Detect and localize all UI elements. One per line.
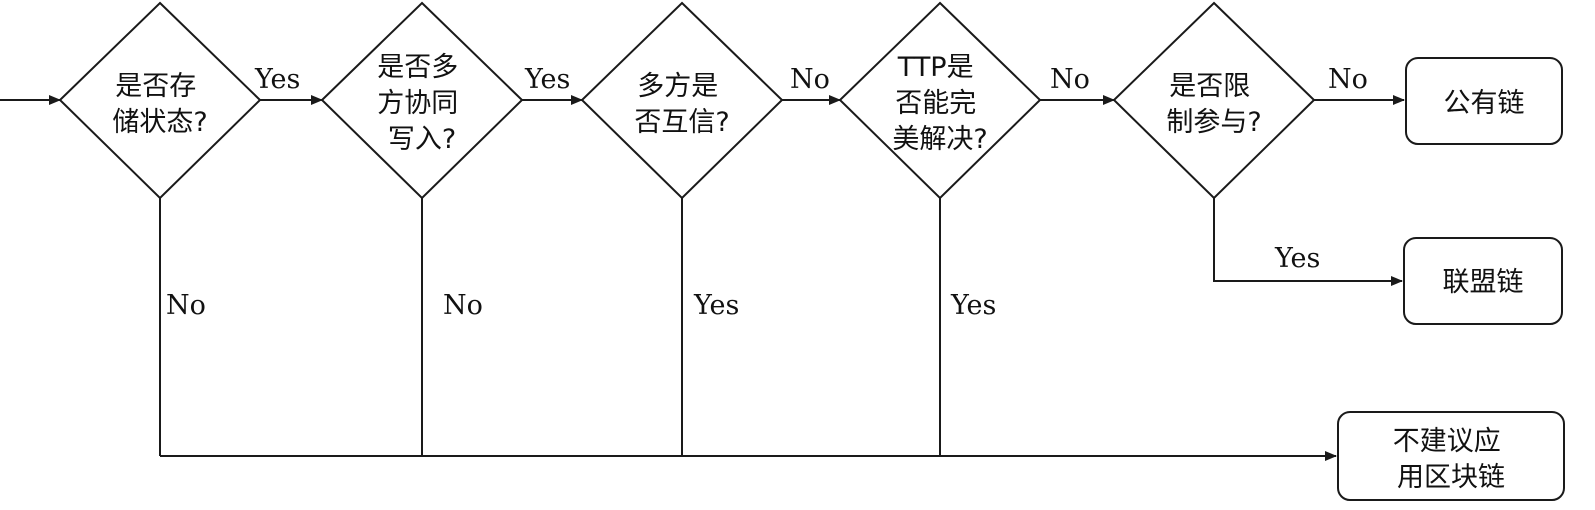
decision-ttp-solves xyxy=(838,1,1042,200)
edge-label-d2-none: No xyxy=(443,290,483,321)
terminal-no-blockchain xyxy=(1337,411,1565,501)
decision-mutual-trust xyxy=(580,1,784,200)
edge-label-d2-d3: Yes xyxy=(524,64,570,95)
node-text-consortium-chain: 联盟链 xyxy=(1443,267,1524,298)
edge-label-d5-public: No xyxy=(1328,64,1368,95)
decision-restrict-participation xyxy=(1112,1,1316,200)
edge-label-d3-none: Yes xyxy=(693,290,739,321)
edge-label-d4-d5: No xyxy=(1050,64,1090,95)
edge-label-d4-none: Yes xyxy=(950,290,996,321)
terminal-public-chain xyxy=(1405,57,1563,145)
edge-d5-consortium xyxy=(1213,198,1403,286)
decision-store-state xyxy=(58,1,262,200)
decision-multi-party-write xyxy=(320,1,524,200)
node-text-store-state: 是否存 储状态? xyxy=(112,71,207,138)
node-text-public-chain: 公有链 xyxy=(1444,88,1525,119)
edge-label-d3-d4: No xyxy=(790,64,830,95)
node-text-mutual-trust: 多方是 否互信? xyxy=(634,71,729,138)
node-text-ttp-solves: TTP是 否能完 美解决? xyxy=(892,52,987,155)
node-text-multi-party-write: 是否多 方协同 写入? xyxy=(377,52,467,155)
node-text-restrict-participation: 是否限 制参与? xyxy=(1166,71,1261,138)
edge-label-d1-none: No xyxy=(166,290,206,321)
terminal-consortium-chain xyxy=(1403,237,1563,325)
edge-label-d5-consortium: Yes xyxy=(1274,243,1320,274)
node-text-no-blockchain: 不建议应 用区块链 xyxy=(1393,426,1510,493)
edge-label-d1-d2: Yes xyxy=(254,64,300,95)
